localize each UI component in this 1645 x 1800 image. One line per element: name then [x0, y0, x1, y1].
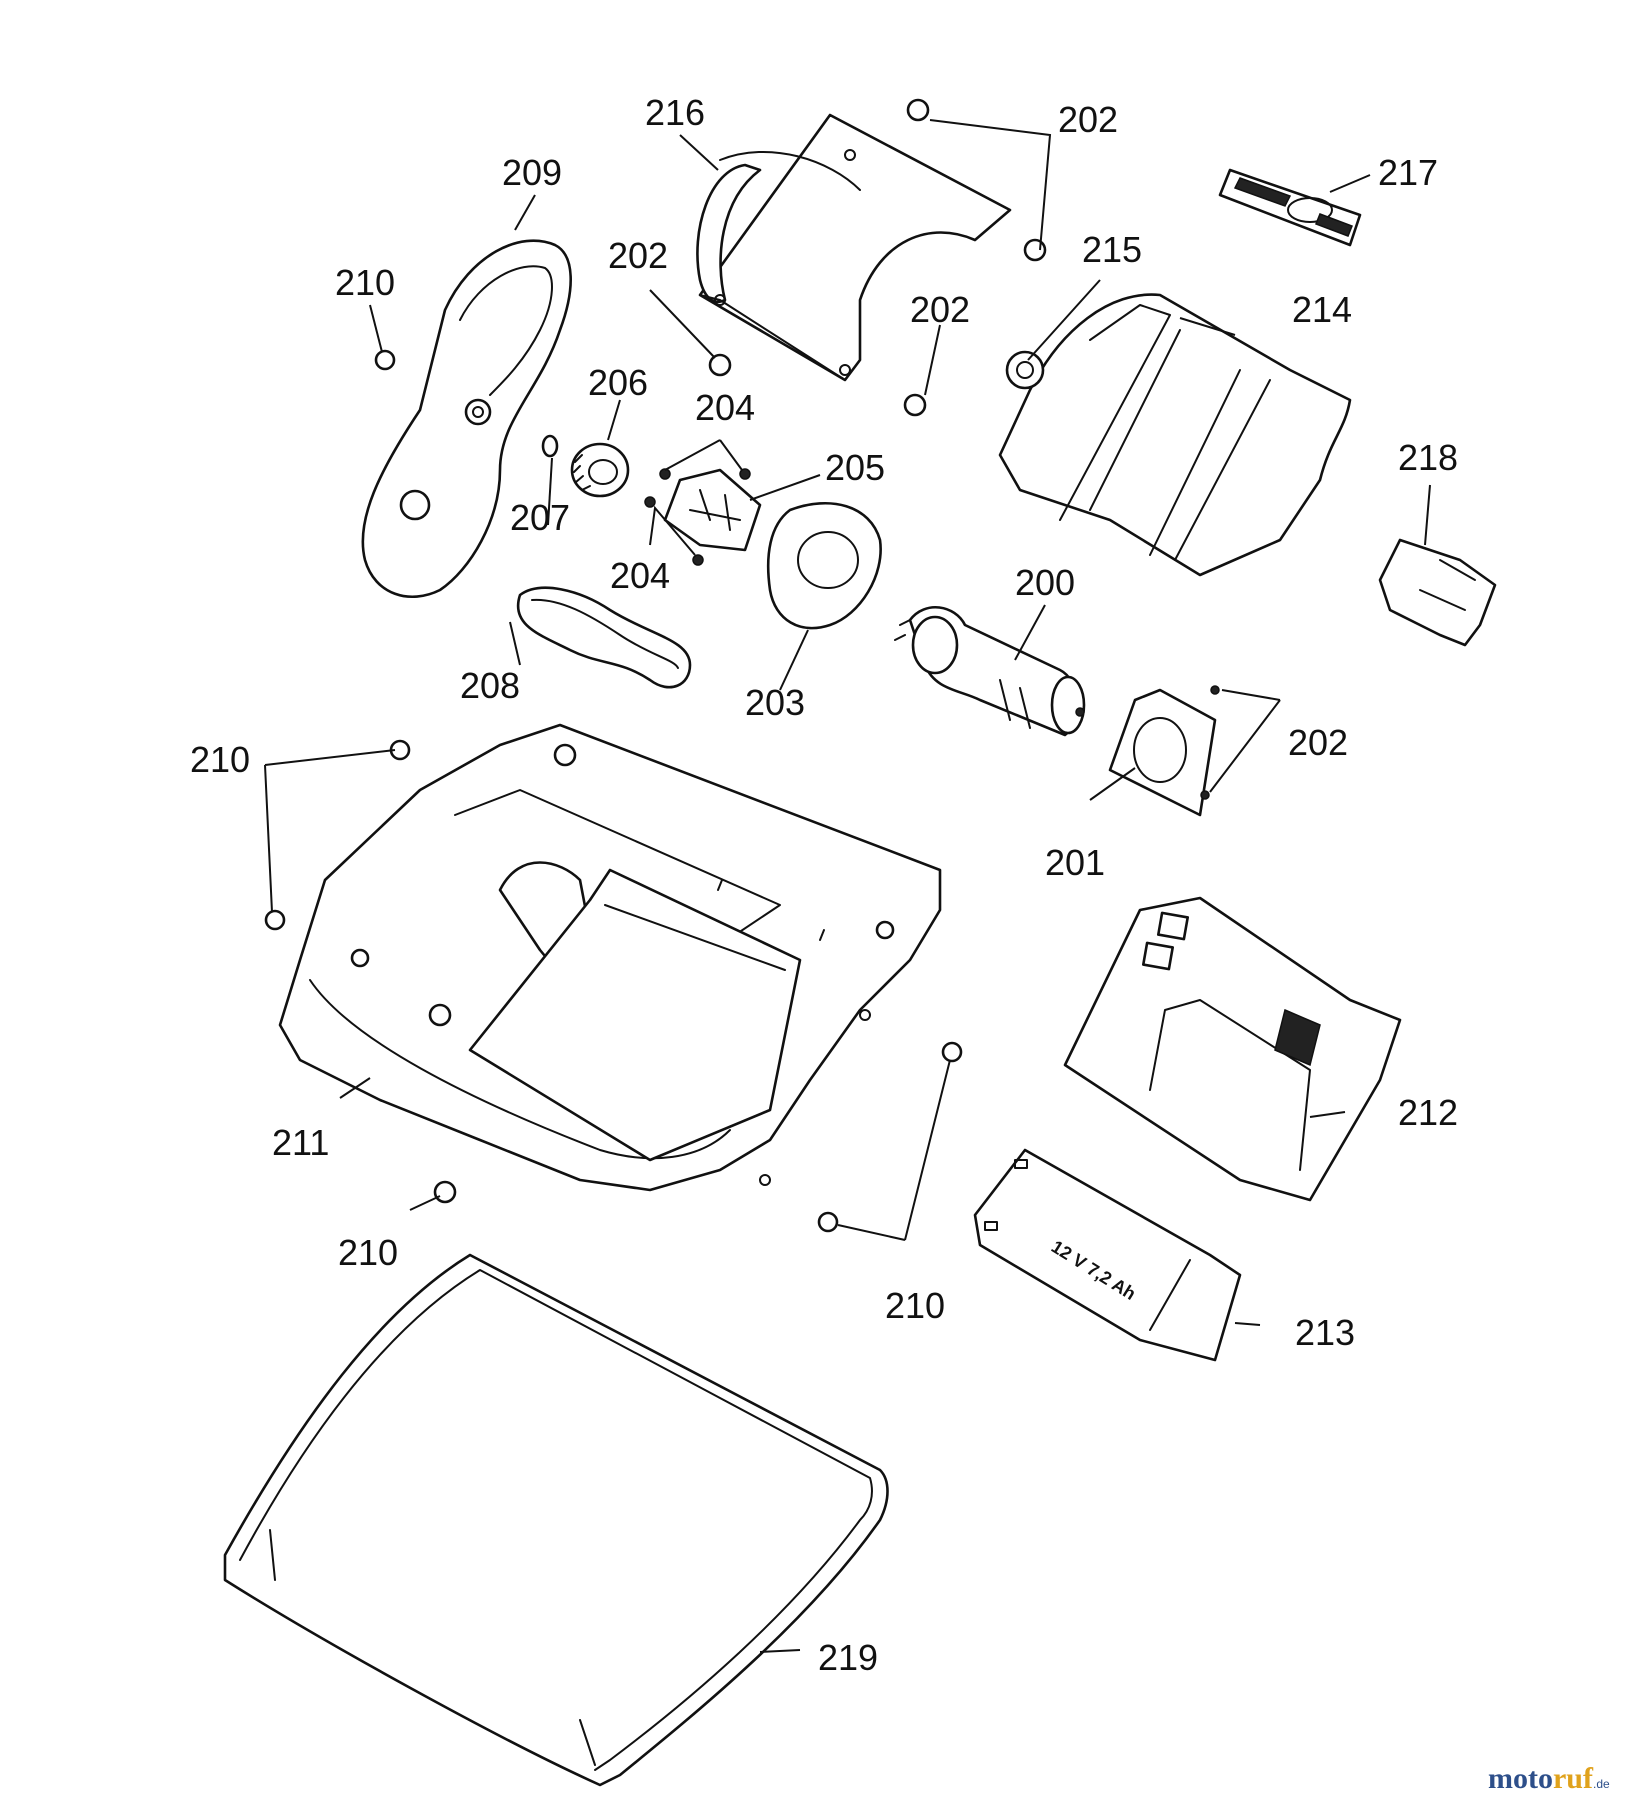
screw-202-top — [906, 98, 930, 122]
label-204-bottom: 204 — [610, 555, 670, 596]
label-211: 211 — [272, 1122, 329, 1163]
screw-210-bottom — [433, 1180, 457, 1204]
screw-202-mid — [903, 393, 927, 417]
label-208: 208 — [460, 665, 520, 706]
label-207: 207 — [510, 497, 570, 538]
watermark-logo: motoruf.de — [1488, 1762, 1610, 1795]
label-202-top: 202 — [1058, 99, 1118, 140]
part-208-belt — [516, 586, 692, 689]
label-217: 217 — [1378, 152, 1438, 193]
label-214: 214 — [1292, 289, 1352, 330]
part-212-control-box — [1063, 896, 1402, 1202]
screw-210-bottom-right — [817, 1211, 839, 1233]
callout-labels: 200 201 202 202 202 202 203 204 204 205 … — [190, 92, 1458, 1678]
part-203-plate — [766, 502, 882, 630]
label-210-left: 210 — [190, 739, 250, 780]
label-210-right: 210 — [885, 1285, 945, 1326]
part-207-clip — [541, 434, 559, 458]
label-213: 213 — [1295, 1312, 1355, 1353]
part-201-motor-plate — [1108, 685, 1220, 817]
label-212: 212 — [1398, 1092, 1458, 1133]
leader-lines — [264, 119, 1431, 1653]
label-216: 216 — [645, 92, 705, 133]
label-202-left: 202 — [608, 235, 668, 276]
screw-210-lower-left — [264, 909, 286, 931]
screw-202-cover — [708, 353, 732, 377]
part-216-motor-cover — [696, 113, 1012, 382]
screw-202-right — [1023, 238, 1047, 262]
part-213-battery: 12 V 7,2 Ah — [973, 1148, 1242, 1362]
watermark-part1: moto — [1488, 1762, 1553, 1795]
label-204-top: 204 — [695, 387, 755, 428]
part-200-motor — [894, 605, 1086, 737]
label-205: 205 — [825, 447, 885, 488]
part-217-badge — [1218, 168, 1362, 247]
label-203: 203 — [745, 682, 805, 723]
label-218: 218 — [1398, 437, 1458, 478]
part-206-pulley — [570, 442, 630, 498]
label-209: 209 — [502, 152, 562, 193]
part-218-clip — [1378, 538, 1497, 647]
screws — [264, 98, 1047, 1233]
svg-text:motoruf.de: motoruf.de — [1488, 1762, 1610, 1795]
label-215: 215 — [1082, 229, 1142, 270]
label-219: 219 — [818, 1637, 878, 1678]
label-206: 206 — [588, 362, 648, 403]
label-201: 201 — [1045, 842, 1105, 883]
label-210-bottom: 210 — [338, 1232, 398, 1273]
watermark-suffix: .de — [1593, 1777, 1610, 1791]
screw-210-top — [374, 349, 396, 371]
screw-210-right — [941, 1041, 963, 1063]
part-209-belt-cover — [361, 239, 572, 598]
part-211-main-housing — [278, 723, 942, 1192]
label-210-top: 210 — [335, 262, 395, 303]
label-202-mid: 202 — [910, 289, 970, 330]
part-219-lid — [223, 1253, 889, 1787]
part-214-housing — [998, 293, 1352, 577]
watermark-part2: ruf — [1553, 1762, 1594, 1795]
label-202-right: 202 — [1288, 722, 1348, 763]
label-200: 200 — [1015, 562, 1075, 603]
